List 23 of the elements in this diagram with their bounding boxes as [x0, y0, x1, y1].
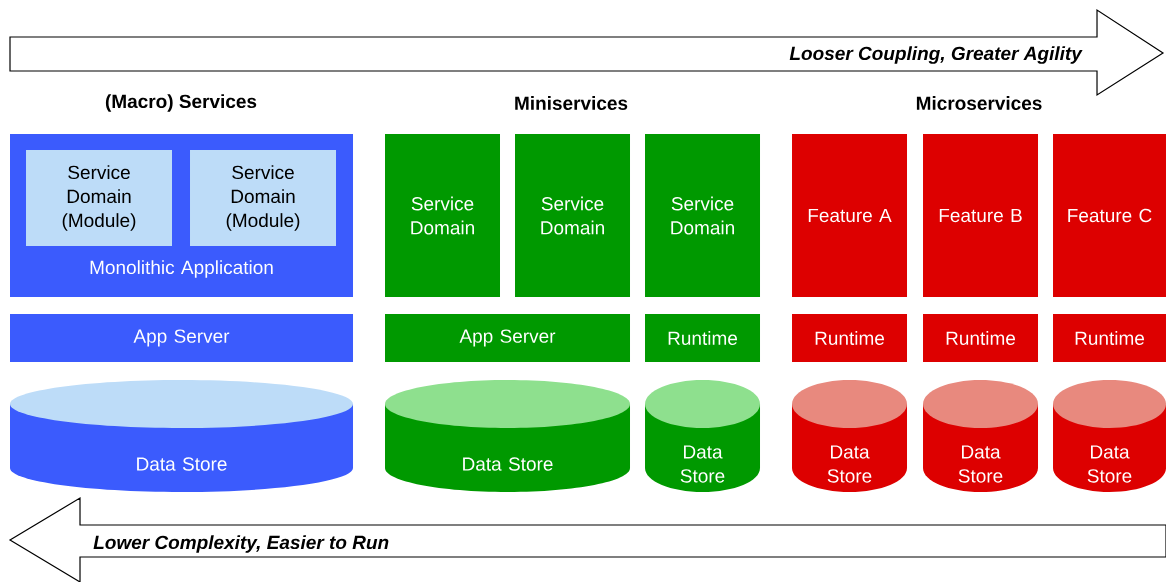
tier-box: Runtime — [1053, 314, 1166, 362]
tier-box: Runtime — [792, 314, 907, 362]
column-heading: Microservices — [916, 96, 1042, 110]
tier-box: Service Domain — [515, 134, 630, 297]
database-cylinder: Data Store — [792, 380, 907, 492]
column-heading: (Macro) Services — [105, 94, 257, 112]
tier-box: App Server — [385, 314, 630, 362]
database-cylinder: Data Store — [923, 380, 1038, 492]
tier-box: Service Domain (Module) — [26, 150, 172, 246]
column-heading: Miniservices — [515, 96, 628, 110]
tier-box: Feature A — [792, 134, 907, 297]
tier-box: Service Domain (Module) — [190, 150, 336, 246]
tier-box: App Server — [10, 314, 353, 362]
tier-box: Runtime — [923, 314, 1038, 362]
tier-box: Feature C — [1053, 134, 1166, 297]
tier-box: Service Domain — [385, 134, 500, 297]
database-cylinder: Data Store — [10, 380, 353, 492]
tier-box: Service Domain — [645, 134, 760, 297]
database-cylinder: Data Store — [1053, 380, 1166, 492]
tier-box: Feature B — [923, 134, 1038, 297]
database-cylinder: Data Store — [645, 380, 760, 492]
database-cylinder: Data Store — [385, 380, 630, 492]
tier-box: Runtime — [645, 314, 760, 362]
